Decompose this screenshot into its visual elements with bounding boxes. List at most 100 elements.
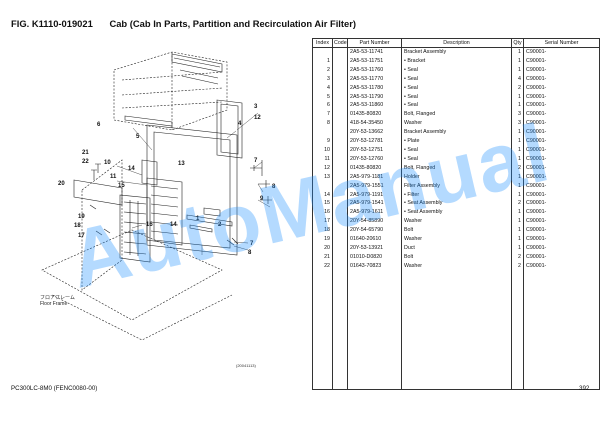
- row-serial: C90001-: [523, 83, 600, 93]
- row-part-number: 20Y-53-12760: [347, 154, 402, 164]
- row-code: [332, 172, 348, 182]
- row-index: 4: [312, 83, 333, 93]
- row-index: [312, 181, 333, 191]
- row-description: • Seal: [401, 154, 512, 164]
- seal-frame: [216, 99, 243, 159]
- leader-lines: [116, 112, 271, 255]
- row-code: [332, 83, 348, 93]
- exploded-diagram: 3 6 5 4 10 11 12 7 8 9 13 21 22 20 15 14…: [41, 51, 276, 341]
- row-description: • Seal: [401, 65, 512, 75]
- row-code: [332, 154, 348, 164]
- row-serial: C90001-: [523, 47, 600, 57]
- col-code: Code: [332, 38, 348, 48]
- row-code: [332, 163, 348, 173]
- row-description: Washer: [401, 119, 512, 129]
- row-part-number: 2A5-53-11741: [347, 47, 402, 57]
- row-index: 17: [312, 217, 333, 227]
- row-qty: 3: [511, 110, 524, 120]
- row-description: Bolt, Flanged: [401, 163, 512, 173]
- row-serial: C90001-: [523, 252, 600, 262]
- row-index: 2: [312, 65, 333, 75]
- row-index: 18: [312, 226, 333, 236]
- row-part-number: 01010-D0820: [347, 252, 402, 262]
- row-qty: 1: [511, 226, 524, 236]
- row-part-number: 2A5-53-11790: [347, 92, 402, 102]
- row-qty: 2: [511, 261, 524, 271]
- row-serial: C90001-: [523, 226, 600, 236]
- row-part-number: 20Y-53-12781: [347, 137, 402, 146]
- row-serial: C90001-: [523, 92, 600, 102]
- row-serial: C90001-: [523, 163, 600, 173]
- row-part-number: 20Y-53-13662: [347, 128, 402, 138]
- cab-frame-outline: [41, 51, 233, 341]
- row-serial: C90001-: [523, 181, 600, 191]
- row-description: Filter Assembly: [401, 181, 512, 191]
- row-qty: 1: [511, 172, 524, 182]
- callout-11: 11: [110, 174, 117, 180]
- row-description: Washer: [401, 235, 512, 244]
- row-description: Washer: [401, 217, 512, 227]
- row-index: [312, 47, 333, 57]
- row-serial: C90001-: [523, 261, 600, 271]
- row-code: [332, 252, 348, 262]
- row-part-number: 20Y-54-65790: [347, 226, 402, 236]
- row-part-number: 01435-80820: [347, 110, 402, 120]
- seal-strip: [124, 115, 173, 127]
- figure-code: FIG. K1110-019021: [11, 18, 93, 29]
- row-code: [332, 217, 348, 227]
- row-part-number: 418-54-35450: [347, 119, 402, 129]
- row-code: [332, 181, 348, 191]
- row-qty: 1: [511, 243, 524, 253]
- row-index: 3: [312, 74, 333, 84]
- row-description: Bolt: [401, 226, 512, 236]
- row-description: Duct: [401, 243, 512, 253]
- col-index: Index: [312, 38, 333, 48]
- row-index: 22: [312, 261, 333, 271]
- row-serial: C90001-: [523, 190, 600, 200]
- row-serial: C90001-: [523, 208, 600, 218]
- row-index: 7: [312, 110, 333, 120]
- row-part-number: 2A5-979-1181: [347, 172, 402, 182]
- callout-6: 6: [97, 122, 101, 128]
- floor-frame-label-jp: フロアフレーム: [40, 295, 75, 301]
- row-qty: 1: [511, 92, 524, 102]
- row-qty: 1: [511, 208, 524, 218]
- callout-19: 19: [78, 214, 85, 220]
- row-serial: C90001-: [523, 243, 600, 253]
- row-code: [332, 128, 348, 138]
- row-code: [332, 137, 348, 146]
- row-qty: 1: [511, 181, 524, 191]
- row-part-number: 2A5-979-1551: [347, 181, 402, 191]
- row-qty: 1: [511, 137, 524, 146]
- row-part-number: 01640-20610: [347, 235, 402, 244]
- row-serial: C90001-: [523, 74, 600, 84]
- row-part-number: 20Y-54-85890: [347, 217, 402, 227]
- row-part-number: 2A5-979-1541: [347, 199, 402, 209]
- row-qty: 1: [511, 154, 524, 164]
- row-index: 13: [312, 172, 333, 182]
- row-qty: 2: [511, 252, 524, 262]
- row-code: [332, 56, 348, 66]
- holder: [141, 159, 158, 186]
- row-code: [332, 199, 348, 209]
- callout-16: 16: [146, 222, 153, 228]
- row-part-number: 2A5-979-1191: [347, 190, 402, 200]
- floor-frame-label: フロアフレーム Floor Frame: [40, 295, 75, 307]
- callout-18: 18: [74, 223, 81, 229]
- row-code: [332, 235, 348, 244]
- figure-number: (20041113): [236, 363, 256, 368]
- callout-10: 10: [104, 160, 111, 166]
- callout-20: 20: [58, 181, 65, 187]
- row-index: 14: [312, 190, 333, 200]
